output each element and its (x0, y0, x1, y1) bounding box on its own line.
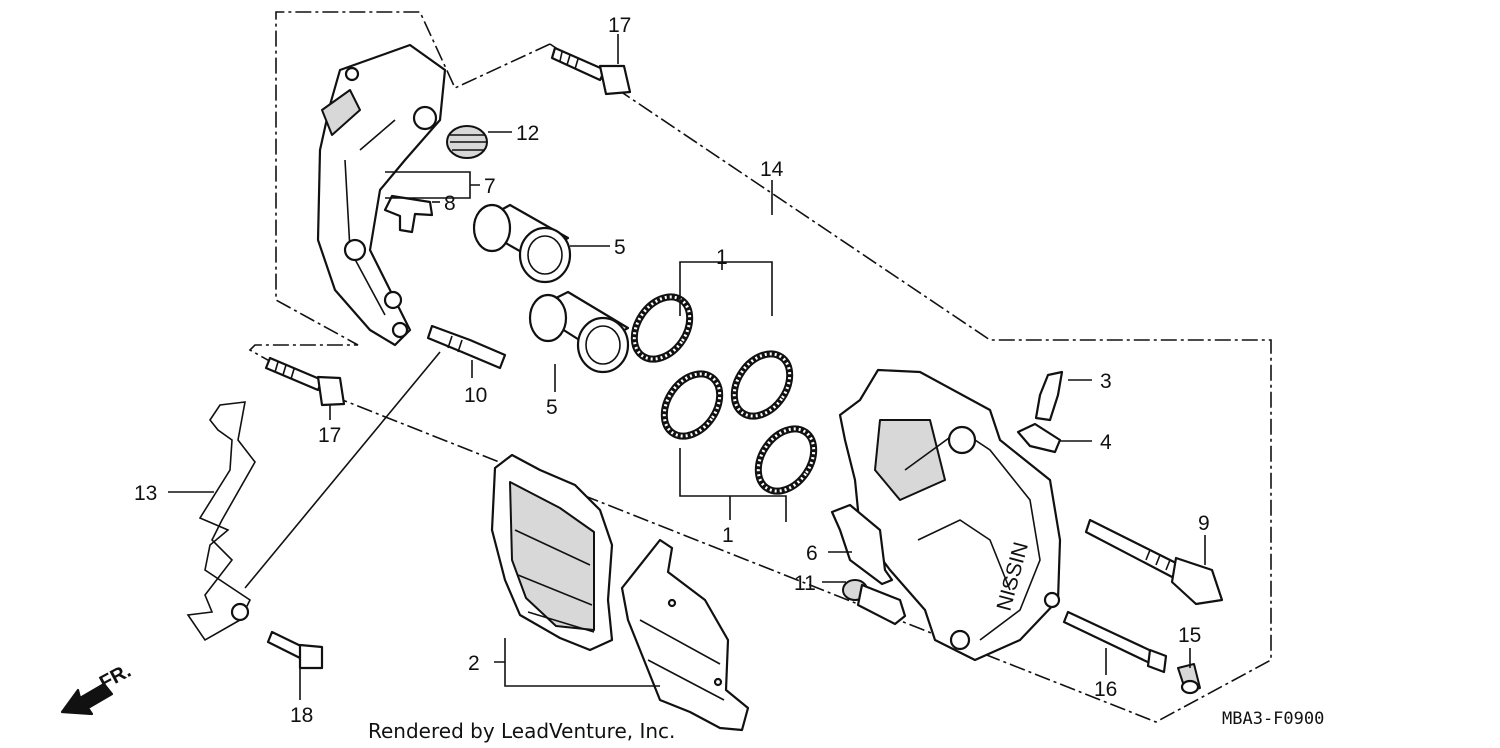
callout-10: 10 (464, 384, 487, 407)
assembly-boundary (248, 11, 1272, 723)
pin-16 (1062, 610, 1168, 674)
callout-3: 3 (1100, 370, 1112, 393)
piston-lower (528, 290, 630, 374)
diagram-code: MBA3-F0900 (1222, 709, 1324, 729)
callout-14: 14 (760, 158, 784, 181)
brake-pad-front (620, 538, 750, 732)
bolt-upper (550, 46, 632, 96)
callout-labels: 17 12 7 8 14 5 1 5 10 17 13 1 2 18 3 4 9… (134, 14, 1210, 727)
bleeder-cap (1016, 422, 1062, 454)
callout-11: 11 (794, 572, 816, 595)
pin-bolt (842, 579, 907, 626)
callout-16: 16 (1094, 678, 1117, 701)
callout-1-lower: 1 (722, 524, 734, 547)
bolt-18 (230, 602, 324, 670)
bleeder-valve (1034, 370, 1064, 422)
caliper-bracket (316, 43, 447, 347)
piston-upper (472, 203, 572, 284)
boot (446, 125, 488, 159)
callout-5-upper: 5 (614, 236, 626, 259)
caliper-body: NISSIN (838, 368, 1062, 662)
render-credit: Rendered by LeadVenture, Inc. (368, 719, 675, 743)
callout-9: 9 (1198, 512, 1210, 535)
callout-18: 18 (290, 704, 313, 727)
pin-9 (1084, 518, 1224, 606)
callout-6: 6 (806, 542, 818, 565)
callout-12: 12 (516, 122, 539, 145)
callout-4: 4 (1100, 431, 1112, 454)
callout-5-lower: 5 (546, 396, 558, 419)
callout-8: 8 (444, 192, 456, 215)
leader-lines (168, 34, 1206, 700)
bolt-lower (264, 356, 346, 407)
callout-2: 2 (468, 652, 480, 675)
pad-spring (186, 401, 256, 642)
callout-17-upper: 17 (608, 14, 631, 37)
callout-7: 7 (484, 175, 496, 198)
callout-13: 13 (134, 482, 157, 505)
pad-retainer (830, 503, 894, 586)
front-direction-arrow: FR. (60, 660, 135, 716)
piston-seals (630, 293, 818, 495)
brake-pad-rear (490, 453, 614, 652)
callout-1-upper: 1 (716, 246, 728, 269)
callout-17-lower: 17 (318, 424, 341, 447)
callout-15: 15 (1178, 624, 1201, 647)
pad-retainer-clip (383, 194, 434, 234)
boot-15 (1177, 663, 1201, 695)
slide-pin (426, 324, 507, 370)
